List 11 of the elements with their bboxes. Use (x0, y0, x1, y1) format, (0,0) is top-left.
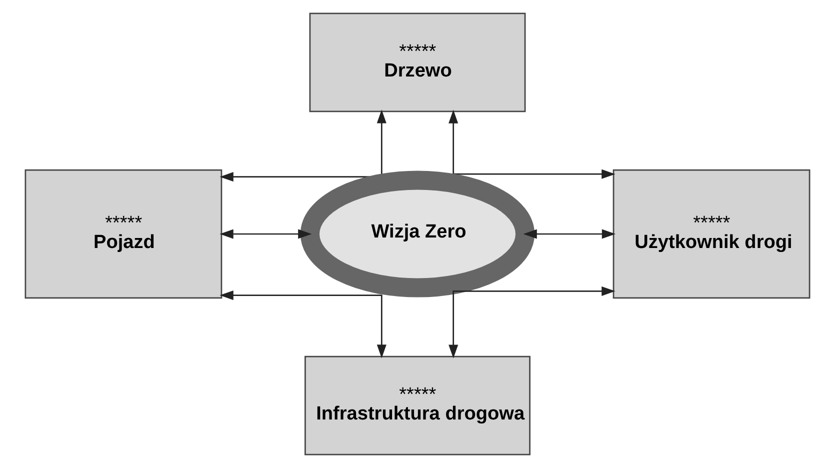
arrow (220, 290, 386, 358)
node-box: ***** Użytkownik drogi (612, 169, 810, 299)
node-ellipse: Wizja Zero (300, 170, 535, 298)
arrow (220, 110, 386, 182)
node-box: ***** Pojazd (24, 169, 222, 299)
arrow (448, 286, 616, 358)
node-box: ***** Infrastruktura drogowa (304, 356, 530, 456)
arrow (448, 110, 616, 179)
arrow (523, 229, 616, 239)
node-box: ***** Drzewo (309, 12, 526, 112)
arrow (220, 229, 312, 239)
